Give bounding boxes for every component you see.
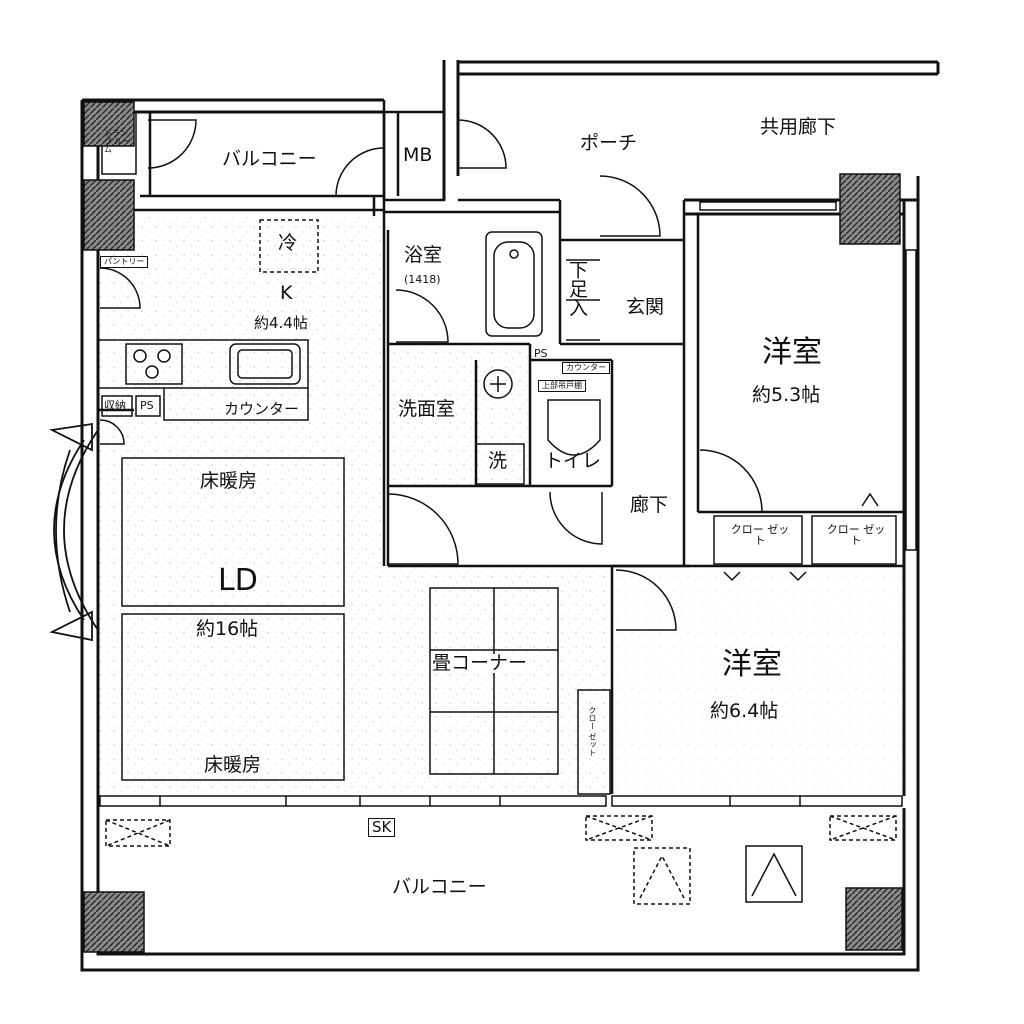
fridge-label: 冷 bbox=[278, 232, 298, 254]
trunk-room-label: トランク ルーム bbox=[104, 129, 131, 154]
kitchen-fixtures bbox=[97, 219, 319, 421]
windows bbox=[99, 201, 917, 807]
pantry-label: パントリー bbox=[100, 256, 149, 268]
interior-walls bbox=[98, 198, 904, 794]
ld-floor-heating bbox=[121, 457, 345, 781]
counter-kitchen-label: カウンター bbox=[224, 400, 300, 418]
washroom-label: 洗面室 bbox=[398, 398, 456, 420]
toilet-label: トイレ bbox=[544, 450, 602, 472]
ld-label: LD bbox=[218, 563, 258, 598]
bay-window bbox=[49, 422, 99, 642]
mb-label: MB bbox=[403, 144, 433, 166]
closet-1-label: クロー ゼット bbox=[730, 523, 790, 547]
bath-fixtures bbox=[475, 231, 601, 485]
floor-heating-2-label: 床暖房 bbox=[204, 754, 262, 776]
floor-heating-1-label: 床暖房 bbox=[200, 470, 258, 492]
tatami-grid bbox=[429, 587, 559, 775]
mb-walls bbox=[382, 110, 446, 202]
western-room-1-label: 洋室 bbox=[762, 335, 822, 370]
washer-label: 洗 bbox=[488, 450, 508, 472]
tatami-corner-label: 畳コーナー bbox=[432, 652, 528, 674]
hallway-label: 廊下 bbox=[630, 494, 669, 516]
western-room-1-area-label: 約5.3帖 bbox=[752, 384, 821, 406]
ld-area-label: 約16帖 bbox=[196, 618, 259, 640]
counter-toilet-label: カウンター bbox=[562, 362, 610, 374]
closet-2-label: クロー ゼット bbox=[826, 523, 886, 547]
closet-small-label: クロー ゼット bbox=[588, 706, 597, 757]
balcony-top-label: バルコニー bbox=[222, 148, 317, 170]
ps-kitchen-label: PS bbox=[140, 399, 154, 412]
sk-label: SK bbox=[368, 818, 396, 837]
outer-walls bbox=[80, 60, 940, 972]
entrance-label: 玄関 bbox=[626, 296, 665, 318]
bath-label: 浴室 bbox=[404, 244, 443, 266]
balcony-fixtures bbox=[105, 492, 897, 905]
western-room-2-area-label: 約6.4帖 bbox=[710, 700, 779, 722]
closet-boxes bbox=[577, 515, 897, 795]
common-corridor-label: 共用廊下 bbox=[760, 116, 837, 138]
porch-label: ポーチ bbox=[580, 132, 638, 154]
upper-cabinet-label: 上部吊戸棚 bbox=[538, 380, 586, 392]
balcony-bottom-label: バルコニー bbox=[392, 876, 487, 898]
storage-label: 収納 bbox=[104, 399, 126, 412]
kitchen-label: K bbox=[280, 282, 293, 304]
shoe-storage-label: 下足入 bbox=[566, 260, 588, 317]
kitchen-area-label: 約4.4帖 bbox=[254, 314, 308, 332]
corner-columns bbox=[83, 101, 903, 953]
western-room-2-label: 洋室 bbox=[722, 647, 782, 682]
ps-toilet-label: PS bbox=[534, 347, 548, 360]
bath-size-label: (1418) bbox=[404, 273, 441, 286]
doors bbox=[99, 119, 763, 631]
floor-texture bbox=[98, 216, 908, 794]
